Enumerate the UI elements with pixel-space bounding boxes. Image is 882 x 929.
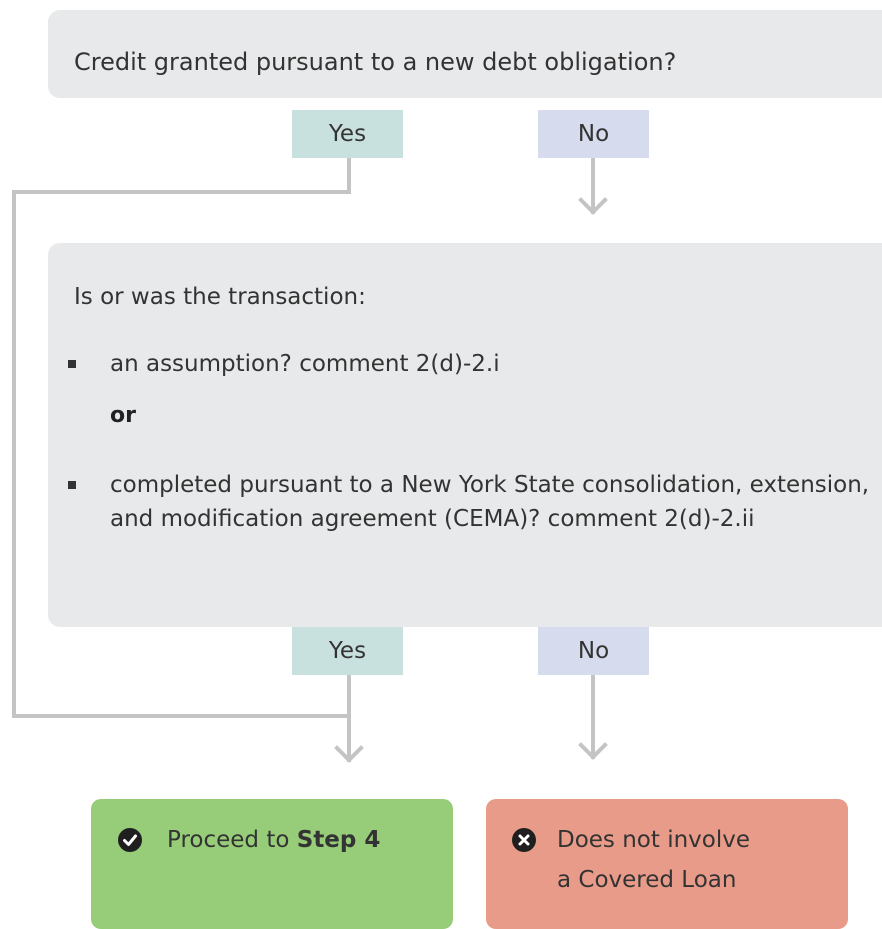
question-intro: Is or was the transaction: bbox=[74, 284, 366, 310]
bullet-marker-icon bbox=[68, 481, 76, 489]
answer-no-tag: No bbox=[538, 627, 649, 675]
connector-yes1-to-result bbox=[12, 156, 351, 718]
answer-yes-tag: Yes bbox=[292, 627, 403, 675]
result-prefix: Proceed to bbox=[167, 827, 290, 853]
x-circle-icon bbox=[512, 828, 536, 852]
bullet-text: completed pursuant to a New York State c… bbox=[110, 472, 870, 532]
result-step: Step 4 bbox=[296, 827, 381, 853]
answer-yes-tag: Yes bbox=[292, 110, 403, 158]
bullet-marker-icon bbox=[68, 360, 76, 368]
question-box-new-debt: Credit granted pursuant to a new debt ob… bbox=[48, 10, 882, 98]
result-text: Proceed to Step 4 bbox=[167, 824, 380, 856]
result-text-line2: a Covered Loan bbox=[557, 867, 737, 893]
or-label: or bbox=[110, 403, 136, 428]
arrowhead-yes bbox=[334, 745, 364, 763]
result-proceed-step4: Proceed to Step 4 bbox=[91, 799, 453, 929]
arrowhead-no1 bbox=[578, 197, 608, 215]
answer-no-tag: No bbox=[538, 110, 649, 158]
result-text-line1: Does not involve bbox=[557, 827, 751, 853]
bullet-text: an assumption? comment 2(d)-2.i bbox=[110, 351, 500, 377]
result-not-covered-loan: Does not involve a Covered Loan bbox=[486, 799, 848, 929]
question-box-transaction: Is or was the transaction: an assumption… bbox=[48, 243, 882, 627]
question-text: Credit granted pursuant to a new debt ob… bbox=[74, 48, 677, 76]
check-circle-icon bbox=[118, 828, 142, 852]
arrowhead-no2 bbox=[578, 742, 608, 760]
